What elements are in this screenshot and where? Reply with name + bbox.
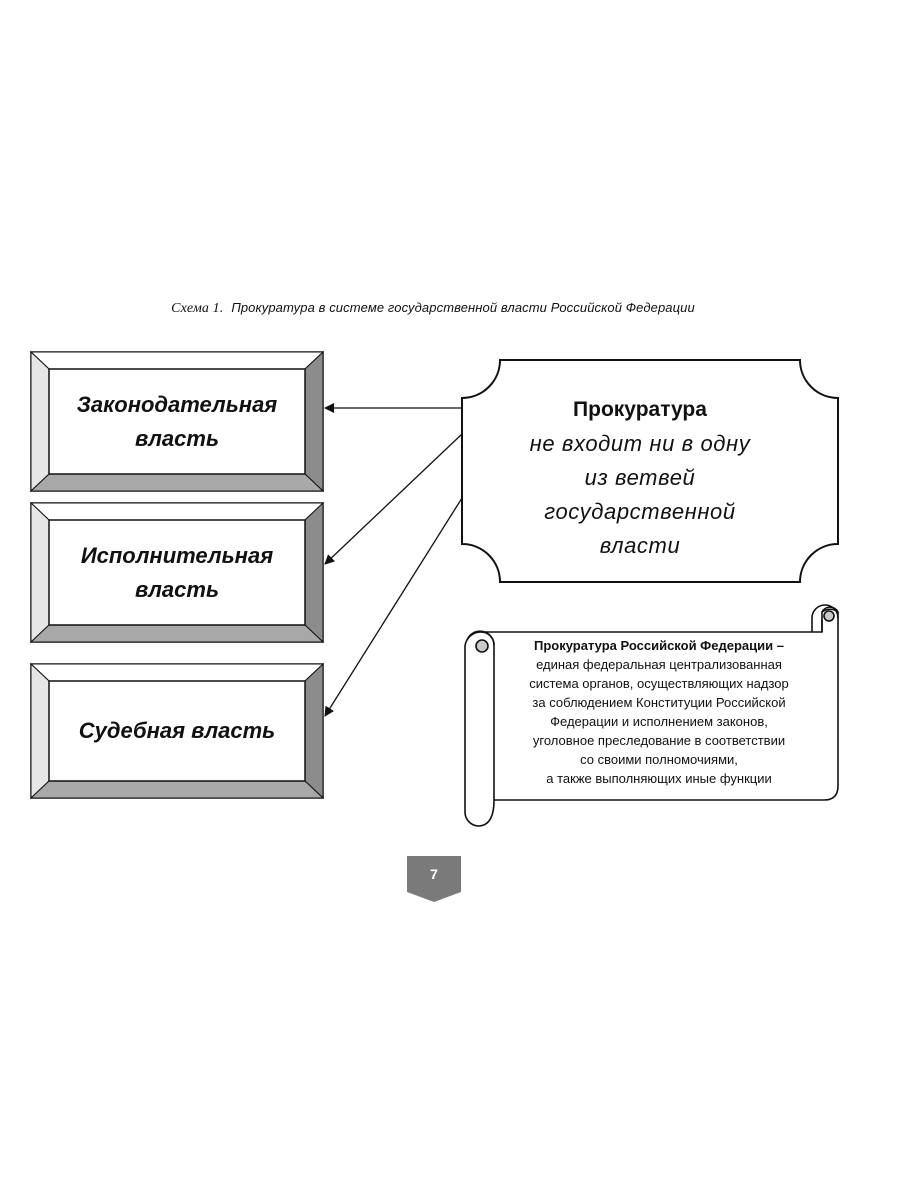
definition-line: система органов, осуществляющих надзор <box>529 676 789 691</box>
branch-box-judicial <box>29 662 325 800</box>
branch-label-line2: власть <box>134 576 220 602</box>
branch-label-executive: Исполнительная власть <box>49 520 305 625</box>
definition-line: единая федеральная централизованная <box>536 657 782 672</box>
branch-box-legislative <box>29 350 325 493</box>
branch-box-executive <box>29 501 325 644</box>
prosecutor-title: Прокуратура <box>573 398 707 421</box>
definition-line: за соблюдением Конституции Российской <box>532 695 786 710</box>
caption-title: Прокуратура в системе государственной вл… <box>231 300 695 315</box>
branch-label-line1: Исполнительная <box>80 542 274 568</box>
diagram-caption: Схема 1. Прокуратура в системе государств… <box>0 300 866 317</box>
prosecutor-line: из ветвей <box>584 465 696 490</box>
page-number: 7 <box>430 866 438 882</box>
prosecutor-line: не входит ни в одну <box>529 431 751 456</box>
prosecutor-text: Прокуратура не входит ни в одну из ветве… <box>470 393 810 563</box>
page-number-badge <box>407 856 461 902</box>
definition-line: а также выполняющих иные функции <box>546 771 772 786</box>
caption-number: Схема 1. <box>171 301 224 316</box>
arrow-to-executive <box>324 433 463 565</box>
branch-label-line1: Законодательная <box>76 391 278 417</box>
arrow-to-judicial <box>324 497 463 717</box>
prosecutor-line: государственной <box>544 499 736 524</box>
definition-scroll <box>464 604 839 827</box>
definition-term: Прокуратура Российской Федерации – <box>534 638 784 653</box>
prosecutor-box <box>461 359 839 583</box>
branch-label-line2: власть <box>134 425 220 451</box>
definition-line: уголовное преследование в соответствии <box>532 733 786 748</box>
branch-label-line1: Судебная власть <box>78 718 276 743</box>
prosecutor-line: власти <box>599 533 681 558</box>
branch-label-judicial: Судебная власть <box>49 681 305 781</box>
definition-line: со своими полномочиями, <box>580 752 738 767</box>
definition-line: Федерации и исполнением законов, <box>550 714 768 729</box>
branch-label-legislative: Законодательная власть <box>49 369 305 474</box>
definition-text: Прокуратура Российской Федерации – едина… <box>500 636 818 788</box>
